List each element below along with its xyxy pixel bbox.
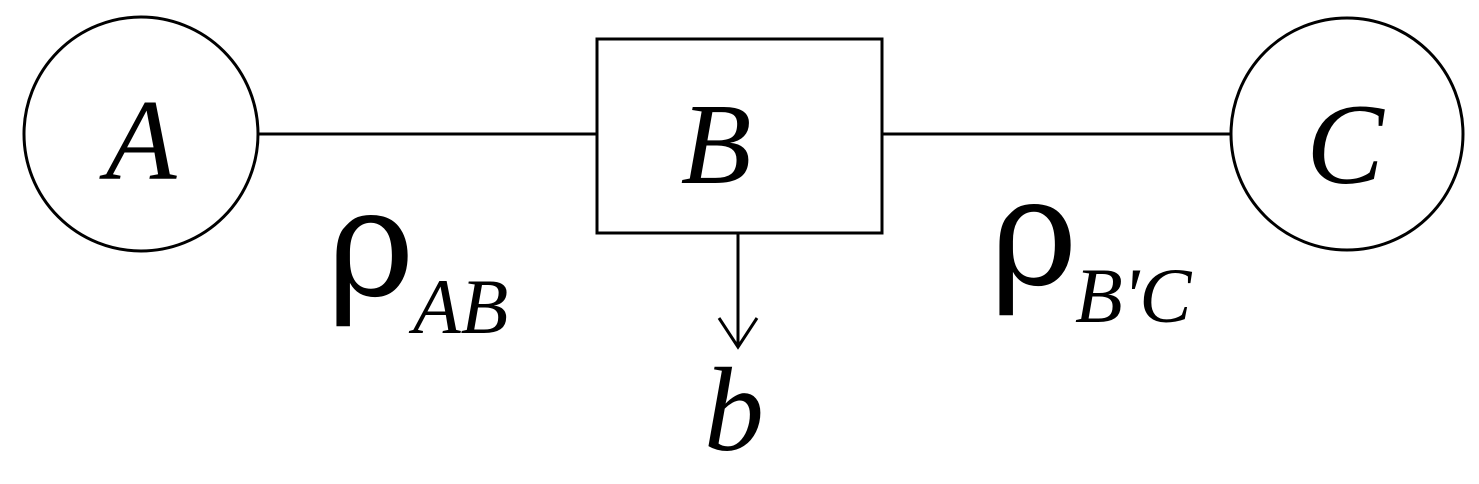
output-arrow-head bbox=[717, 317, 759, 350]
node-a-label: A bbox=[99, 77, 178, 205]
edge-bc-symbol: ρ bbox=[990, 146, 1078, 320]
node-b-box bbox=[595, 37, 884, 235]
output-label: b bbox=[704, 343, 764, 476]
node-b-label: B bbox=[681, 81, 752, 209]
edge-ab-subscript: AB bbox=[408, 263, 508, 350]
edge-bc-subscript: B'C bbox=[1075, 252, 1192, 339]
node-c-circle bbox=[1229, 16, 1465, 252]
node-c-label: C bbox=[1306, 81, 1385, 209]
node-a-circle bbox=[22, 15, 260, 253]
edge-ab-symbol: ρ bbox=[327, 157, 415, 331]
